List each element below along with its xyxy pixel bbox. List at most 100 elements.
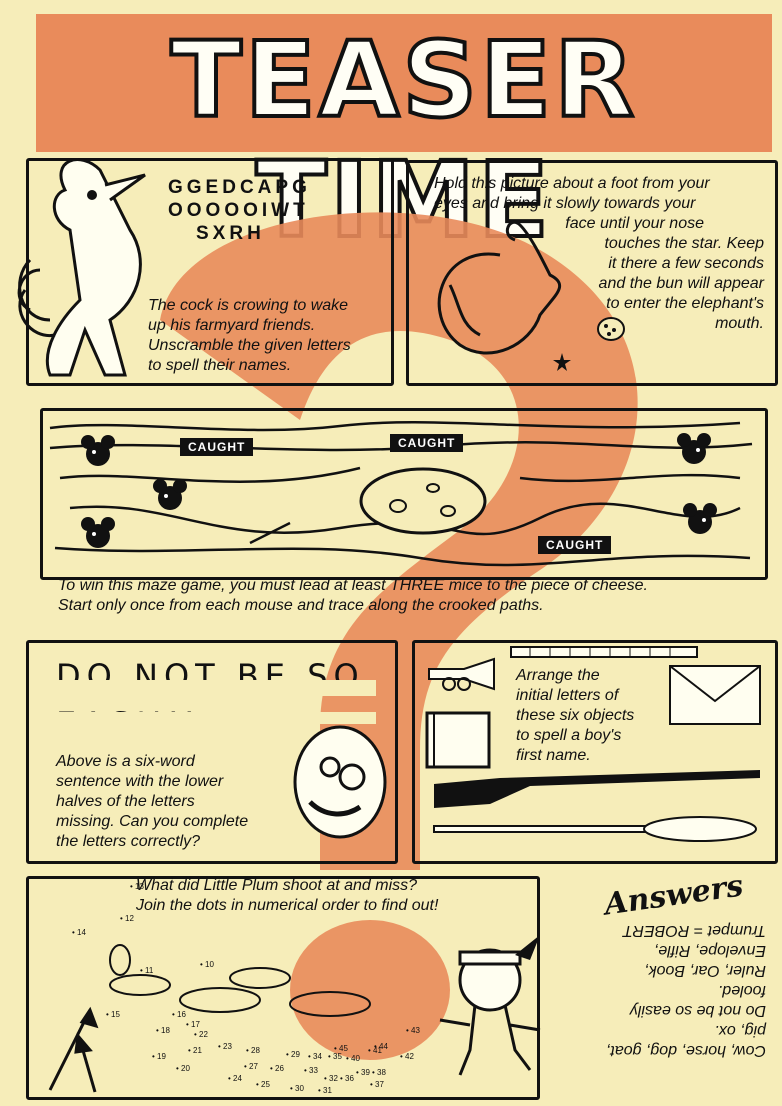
caption-line: face until your nose [565,215,704,232]
dot-number: • 36 [340,1074,354,1083]
dot-number: • 21 [188,1046,202,1055]
elephant-caption: Hold this picture about a foot from your… [434,174,764,334]
caption-line: What did Little Plum shoot at and miss? [136,877,418,894]
mouse-icon [81,435,115,466]
answer-line: Cow, horse, dog, goat, [605,1042,766,1059]
caption-line: to spell a boy's [516,727,622,744]
caption-line: mouth. [715,315,764,332]
dot-number: • 31 [318,1086,332,1095]
caption-line: eyes and bring it slowly towards your [434,195,696,212]
dot-number: • 32 [324,1074,338,1083]
question-mark-background [160,212,638,1060]
dot-number: • 41 [368,1046,382,1055]
answer-line: Do not be so easily [629,1002,766,1019]
caption-line: up his farmyard friends. [148,317,316,334]
face-icon [293,725,387,839]
stones-outline [109,944,371,1017]
dot-number: • 42 [400,1052,414,1061]
caption-line: it there a few seconds [608,255,764,272]
objects-panel [412,640,778,864]
dot-number: • 23 [218,1042,232,1051]
dot-number: • 29 [286,1050,300,1059]
caption-line: halves of the letters [56,793,195,810]
dot-number: • 37 [370,1080,384,1089]
caught-tag: CAUGHT [390,434,464,452]
caption-line: Start only once from each mouse and trac… [58,597,544,614]
rooster-panel [26,158,394,386]
dot-number: • 45 [334,1044,348,1053]
dot-number: • 10 [200,960,214,969]
answer-line: Ruler, Oar, Book, [644,962,766,979]
ruler-icon [510,646,698,658]
caption-line: missing. Can you complete [56,813,249,830]
envelope-icon [669,665,761,725]
scramble-line: SXRH [196,223,265,244]
star-icon [553,353,571,371]
half-letters-sentence: DO NOT BE SO EASILY FOOLED [56,652,376,724]
fooled-caption: Above is a six-word sentence with the lo… [56,752,248,852]
dot-number: • 16 [172,1010,186,1019]
dot-number: • 19 [152,1052,166,1061]
little-plum-icon [439,935,541,1076]
answer-line: Trumpet = ROBERT [623,922,766,939]
rooster-caption: The cock is crowing to wake up his farmy… [148,296,351,376]
book-icon [425,711,491,769]
caption-line: sentence with the lower [56,773,224,790]
maze-panel [40,408,768,580]
mouse-icon [683,503,717,534]
caught-tag: CAUGHT [538,536,612,554]
elephant-icon [437,220,562,355]
answer-line: Envelope, Rifle, [653,942,766,959]
caption-line: The cock is crowing to wake [148,297,349,314]
dots-caption: What did Little Plum shoot at and miss? … [136,876,438,916]
caption-line: Arrange the [516,667,600,684]
mouse-icon [677,433,711,464]
caption-line: Hold this picture about a foot from your [434,175,710,192]
caught-tag: CAUGHT [180,438,254,456]
title-banner [36,14,772,152]
dot-number: • 28 [246,1046,260,1055]
dot-number: • 30 [290,1084,304,1093]
mouse-icon [81,517,115,548]
trumpet-icon [428,657,495,691]
arrows-icon [48,1006,99,1093]
caption-line: To win this maze game, you must lead at … [58,577,648,594]
dot-number: • 27 [244,1062,258,1071]
dot-number: • 43 [406,1026,420,1035]
caption-line: Above is a six-word [56,753,195,770]
dot-number: • 38 [372,1068,386,1077]
rooster-icon [17,158,146,377]
scramble-line: OOOOOIWT [168,200,309,221]
dot-number: • 34 [308,1052,322,1061]
caption-line: Unscramble the given letters [148,337,351,354]
scramble-line: GGEDCAPG [168,177,311,198]
caption-line: first name. [516,747,591,764]
cheese-icon [359,467,487,535]
letter-mask [56,712,376,724]
dot-number: • 26 [270,1064,284,1073]
answers-block: Cow, horse, dog, goat, pig, ox. Do not b… [566,920,766,1060]
dot-number: • 24 [228,1074,242,1083]
dot-number: • 13 [130,882,144,891]
letter-mask [56,680,376,696]
dot-number: • 11 [140,966,154,975]
dot-number: • 35 [328,1052,342,1061]
dot-number: • 22 [194,1030,208,1039]
rifle-icon [434,770,760,808]
caption-line: to enter the elephant's [606,295,764,312]
answer-line: fooled. [717,982,766,999]
objects-caption: Arrange the initial letters of these six… [516,666,634,766]
dot-number: • 20 [176,1064,190,1073]
caption-line: initial letters of [516,687,619,704]
dot-number: • 33 [304,1066,318,1075]
oar-icon [433,816,757,842]
maze-caption: To win this maze game, you must lead at … [58,576,648,616]
bun-icon [597,317,625,341]
dot-number: • 25 [256,1080,270,1089]
dot-number: • 44 [374,1042,388,1051]
dot-number: • 14 [72,928,86,937]
dots-panel [26,876,540,1100]
scrambled-letters: GGEDCAPG OOOOOIWT SXRH [168,176,311,245]
mouse-icon [153,479,187,510]
